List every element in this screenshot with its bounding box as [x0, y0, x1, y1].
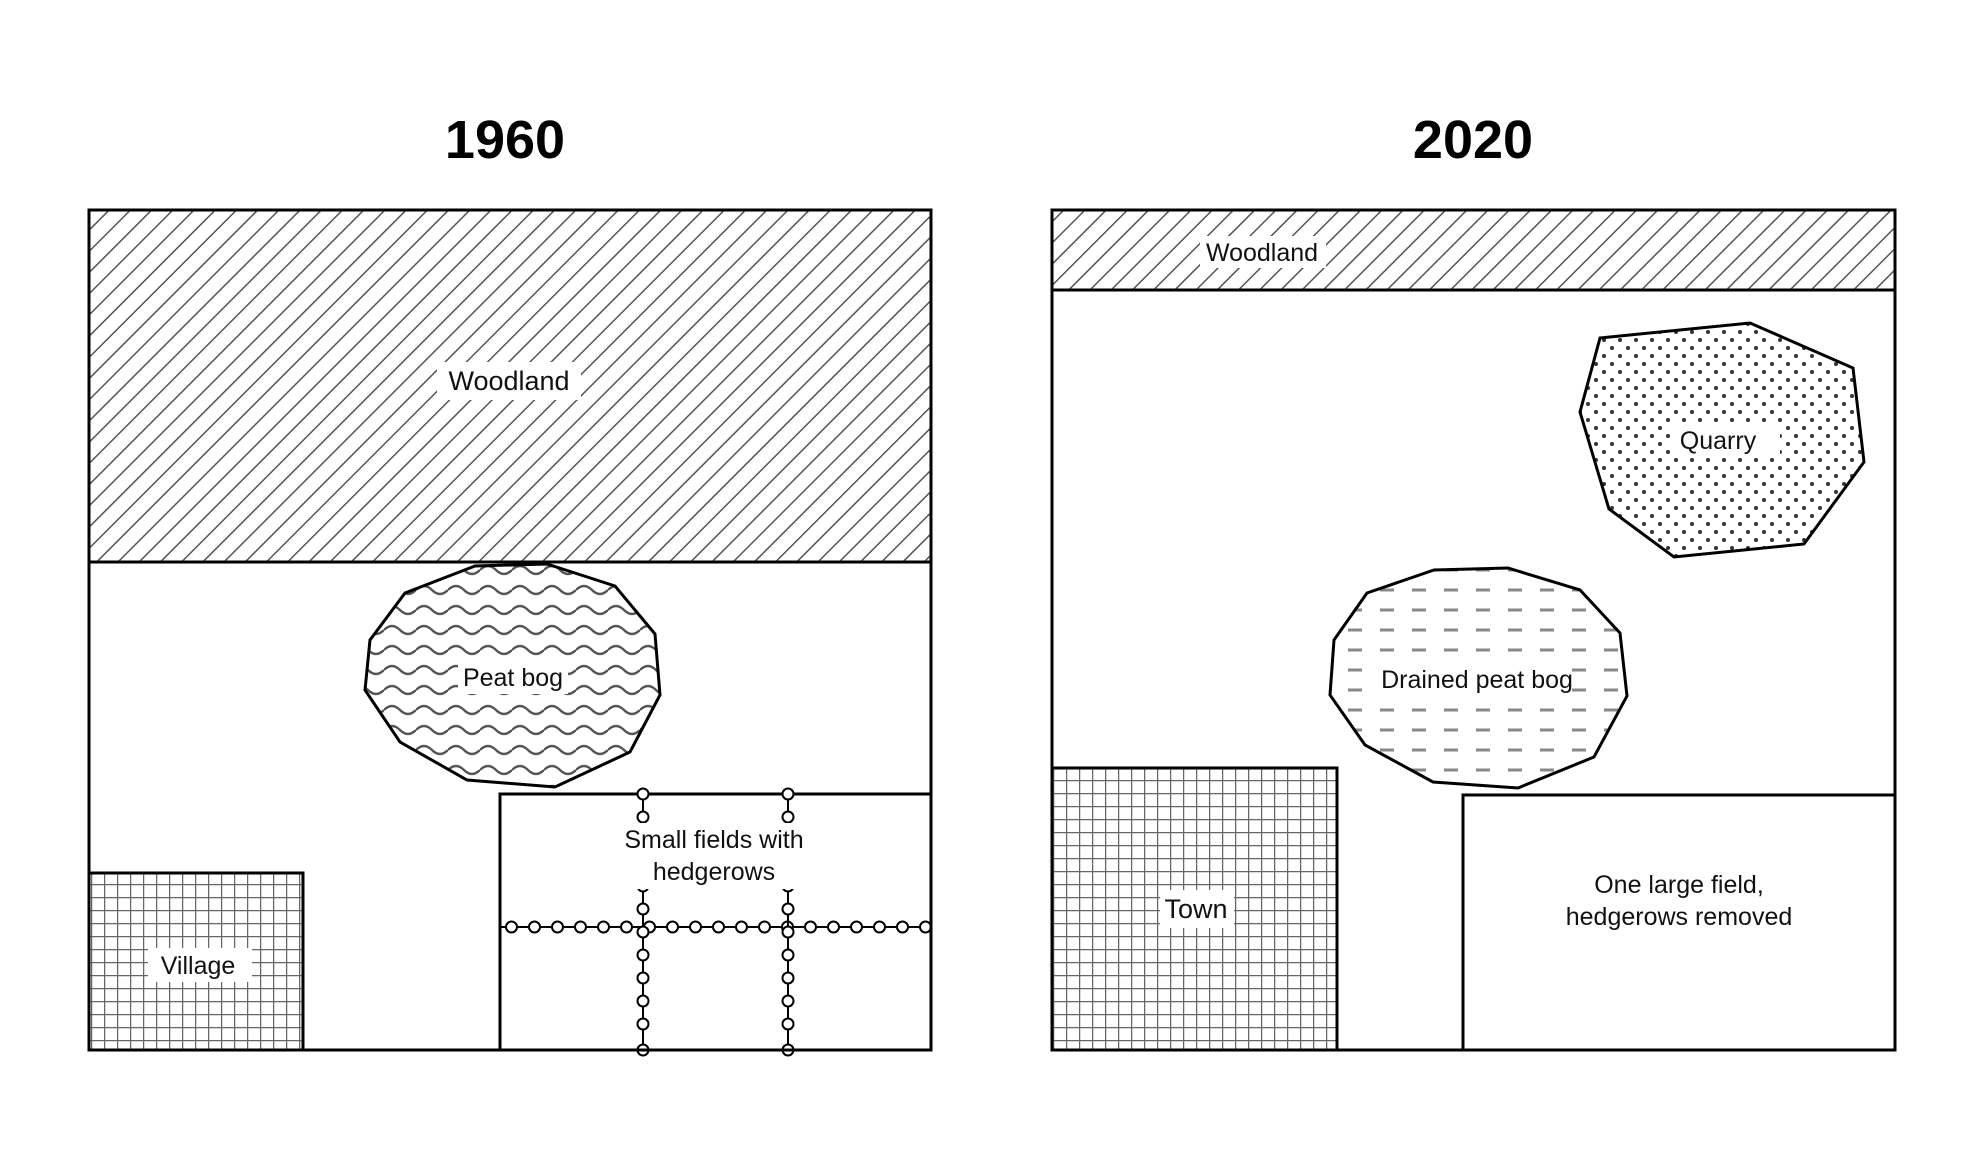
- small-fields-label-bg: [620, 823, 810, 889]
- woodland-label-bg-1960: [437, 362, 581, 400]
- hedgerow-horizontal: [500, 919, 931, 937]
- woodland-label-1960: Woodland: [448, 366, 569, 396]
- town-label: Town: [1164, 894, 1227, 924]
- quarry-label-bg: [1672, 423, 1780, 457]
- village-label: Village: [161, 952, 236, 980]
- large-field-area: [1461, 793, 1897, 1052]
- town-label-bg: [1160, 890, 1234, 928]
- woodland-label-2020: Woodland: [1206, 239, 1318, 267]
- village-label-bg: [148, 948, 252, 982]
- large-field-label-line1: One large field,: [1594, 871, 1764, 899]
- map-frame-1960: [87, 208, 933, 1052]
- map-frame-2020: [1050, 208, 1897, 1052]
- small-fields-label-line1: Small fields with: [624, 826, 803, 854]
- woodland-area-2020: [1050, 208, 1897, 292]
- drained-bog-label-bg: [1380, 662, 1570, 696]
- quarry-label: Quarry: [1680, 427, 1757, 455]
- peat-bog-label-bg: [458, 660, 568, 694]
- small-fields-label-line2: hedgerows: [653, 858, 775, 886]
- map-title-2020: 2020: [1413, 110, 1533, 170]
- drained-bog-label: Drained peat bog: [1381, 666, 1573, 694]
- peat-bog-label: Peat bog: [463, 664, 563, 692]
- map-title-1960: 1960: [445, 110, 565, 170]
- map-2020: 2020 Woodland Quarry Drained peat bog On…: [1050, 110, 1897, 1052]
- large-field-label-line2: hedgerows removed: [1566, 903, 1793, 931]
- map-1960: 1960 Woodland Peat bog: [87, 110, 933, 1057]
- woodland-label-bg-2020: [1200, 236, 1326, 268]
